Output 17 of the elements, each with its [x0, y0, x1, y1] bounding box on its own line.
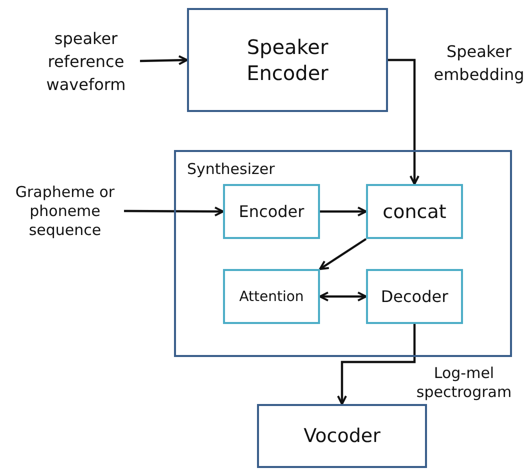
process-box: concat: [366, 184, 463, 239]
arrow: [320, 206, 367, 216]
double-arrow: [319, 292, 367, 302]
arrow: [124, 206, 224, 216]
group-box: [174, 150, 512, 357]
input-label: speaker reference waveform: [32, 25, 140, 97]
process-box: Encoder: [223, 184, 320, 239]
process-box: Decoder: [366, 269, 463, 324]
process-box: Vocoder: [257, 404, 427, 468]
process-box: Attention: [223, 269, 320, 324]
arrow: [388, 58, 420, 185]
arrow: [140, 55, 188, 66]
arrow: [319, 238, 367, 270]
group-title: Synthesizer: [187, 160, 275, 178]
input-label: Grapheme or phoneme sequence: [6, 184, 124, 238]
process-box: Speaker Encoder: [187, 8, 388, 112]
arrow: [337, 324, 416, 405]
